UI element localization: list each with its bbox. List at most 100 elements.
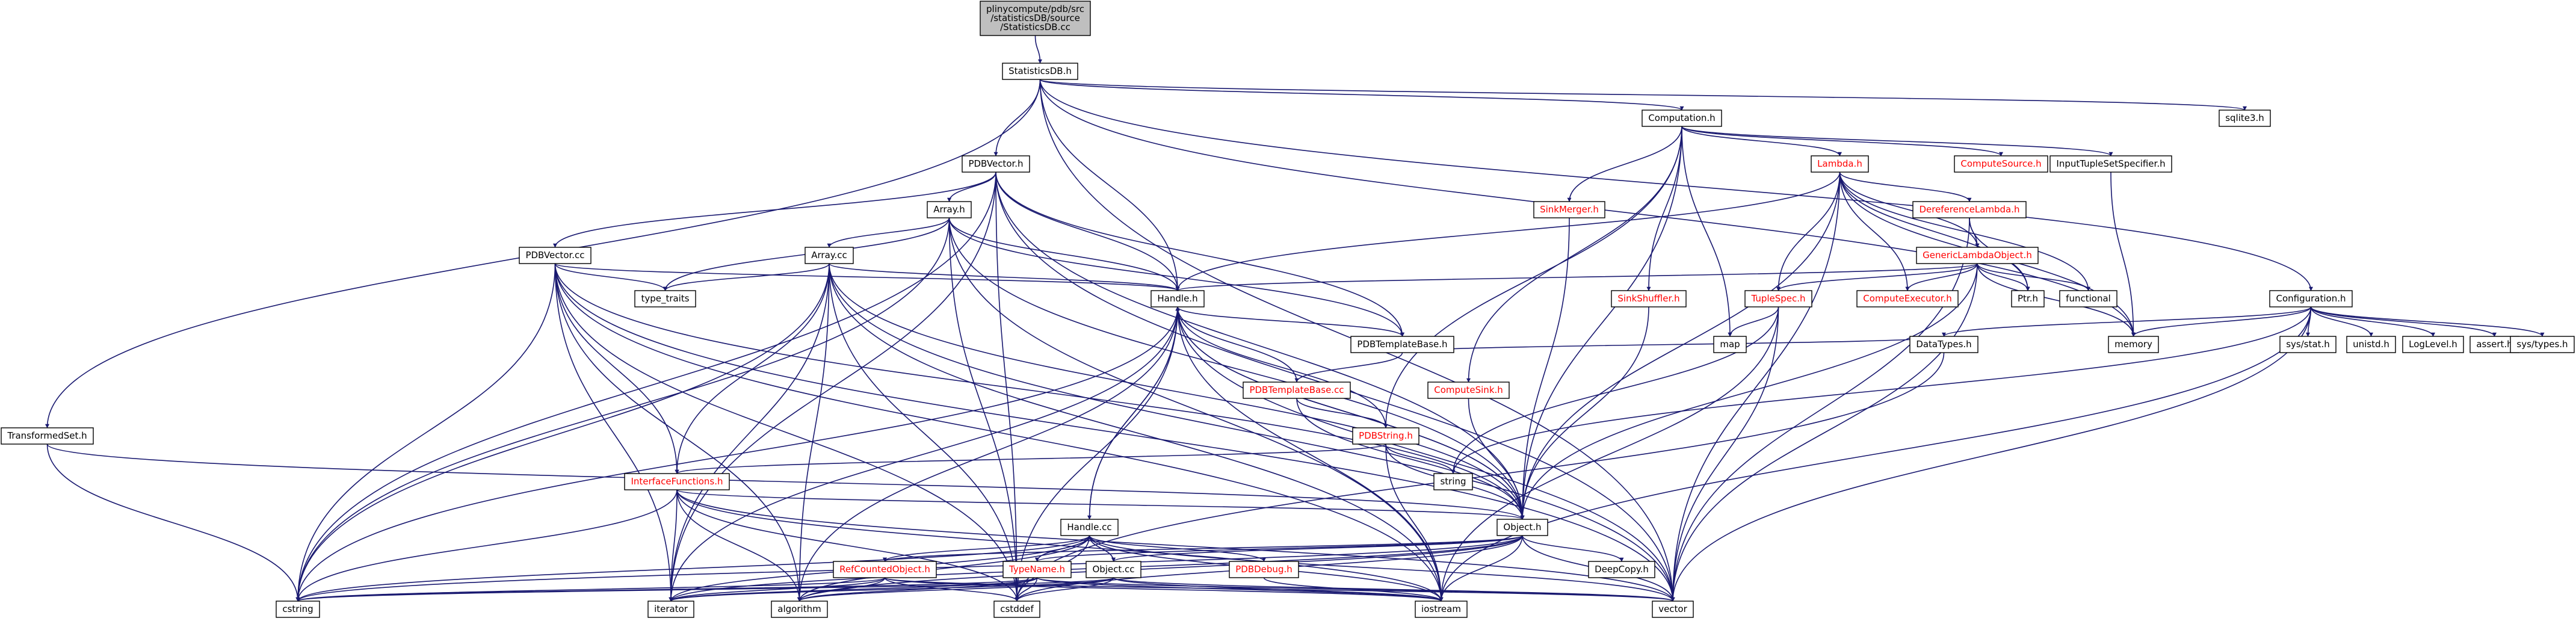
edge-handle-h-to-cstring <box>295 306 1178 602</box>
node-computeexecutor-h[interactable]: ComputeExecutor.h <box>1856 290 1959 307</box>
node-cstring[interactable]: cstring <box>276 601 320 618</box>
node-statisticsdb-h[interactable]: StatisticsDB.h <box>1002 63 1078 80</box>
node-tuplespec-h[interactable]: TupleSpec.h <box>1744 290 1812 307</box>
edge-handle-h-to-vector <box>1177 306 1675 602</box>
edge-refcountedobject-h-to-cstring <box>295 577 886 602</box>
edge-genericlambdaobject-h-to-object-h <box>1520 263 1978 520</box>
node-memory[interactable]: memory <box>2108 336 2159 353</box>
node-box <box>1427 382 1510 399</box>
node-label: SinkMerger.h <box>1540 204 1599 215</box>
node-sqlite3-h[interactable]: sqlite3.h <box>2219 110 2271 127</box>
edge-genericlambdaobject-h-to-handle-h <box>1175 263 1978 291</box>
node-box <box>1496 519 1548 536</box>
node-label: Configuration.h <box>2276 293 2346 304</box>
edge-array-h-to-cstring <box>295 217 950 602</box>
edge-pdbstring-h-to-iostream <box>1385 443 1444 602</box>
node-object-cc[interactable]: Object.cc <box>1086 561 1141 578</box>
node-computesource-h[interactable]: ComputeSource.h <box>1954 155 2048 173</box>
node-array-cc[interactable]: Array.cc <box>805 247 854 264</box>
node-label: TransformedSet.h <box>7 430 87 441</box>
node-genericlambdaobject-h[interactable]: GenericLambdaObject.h <box>1916 247 2039 264</box>
node-interfacefunctions-h[interactable]: InterfaceFunctions.h <box>624 473 730 490</box>
node-iterator[interactable]: iterator <box>647 601 694 618</box>
node-sinkmerger-h[interactable]: SinkMerger.h <box>1533 201 1605 218</box>
node-ptr-h[interactable]: Ptr.h <box>2011 290 2045 307</box>
node-vector[interactable]: vector <box>1652 601 1694 618</box>
node-datatypes-h[interactable]: DataTypes.h <box>1909 336 1978 353</box>
edge-pdbvector-h-to-pdbvector-cc <box>553 171 996 248</box>
node-label: Array.cc <box>811 250 847 261</box>
node-label: Computation.h <box>1648 113 1715 123</box>
node-box <box>993 601 1040 618</box>
node-iostream[interactable]: iostream <box>1415 601 1468 618</box>
edge-statisticsdb-h-to-sqlite3-h <box>1039 79 2247 111</box>
node-typename-h[interactable]: TypeName.h <box>1002 561 1072 578</box>
edge-interfacefunctions-h-to-vector <box>676 489 1675 602</box>
node-label: ComputeExecutor.h <box>1863 293 1951 304</box>
node-refcountedobject-h[interactable]: RefCountedObject.h <box>833 561 937 578</box>
node-handle-h[interactable]: Handle.h <box>1151 290 1205 307</box>
node-sys-stat-h[interactable]: sys/stat.h <box>2279 336 2337 353</box>
node-dereferencelambda-h[interactable]: DereferenceLambda.h <box>1912 201 2027 218</box>
edge-array-cc-to-cstring <box>295 263 830 602</box>
node-sys-types-h[interactable]: sys/types.h <box>2510 336 2575 353</box>
edge-inputtuplesetspecifier-h-to-memory <box>2110 171 2136 337</box>
edge-array-h-to-iostream <box>948 217 1444 602</box>
node-sinkshuffler-h[interactable]: SinkShuffler.h <box>1611 290 1687 307</box>
edge-configuration-h-to-string <box>1451 306 2312 474</box>
edge-configuration-h-to-iostream <box>1439 306 2312 602</box>
node-unistd-h[interactable]: unistd.h <box>2346 336 2396 353</box>
edge-array-cc-to-vector <box>829 263 1675 602</box>
edge-refcountedobject-h-to-iostream <box>884 577 1444 602</box>
edge-computesink-h-to-object-h <box>1468 398 1525 520</box>
edge-pdbvector-h-to-object-h <box>995 171 1525 520</box>
node-box <box>1243 382 1351 399</box>
node-pdbstring-h[interactable]: PDBString.h <box>1352 427 1419 445</box>
edge-tuplespec-h-to-string <box>1451 306 1779 474</box>
node-algorithm[interactable]: algorithm <box>771 601 828 618</box>
node-box <box>1002 561 1072 578</box>
node-label: DeepCopy.h <box>1595 564 1649 575</box>
node-transformedset-h[interactable]: TransformedSet.h <box>1 427 94 445</box>
node-box <box>2108 336 2159 353</box>
node-inputtuplesetspecifier-h[interactable]: InputTupleSetSpecifier.h <box>2049 155 2172 173</box>
edge-configuration-h-to-datatypes-h <box>1942 306 2312 337</box>
node-handle-cc[interactable]: Handle.cc <box>1060 519 1119 536</box>
node-computesink-h[interactable]: ComputeSink.h <box>1427 382 1510 399</box>
node-box <box>1086 561 1141 578</box>
edge-datatypes-h-to-cstddef <box>1015 352 1945 602</box>
node-label: PDBVector.h <box>968 158 1023 169</box>
node-pdbvector-cc[interactable]: PDBVector.cc <box>519 247 591 264</box>
node-map[interactable]: map <box>1713 336 1747 353</box>
node-type-traits[interactable]: type_traits <box>634 290 696 307</box>
node-lambda-h[interactable]: Lambda.h <box>1811 155 1869 173</box>
node-pdbdebug-h[interactable]: PDBDebug.h <box>1229 561 1299 578</box>
node-pdbtemplatebase-cc[interactable]: PDBTemplateBase.cc <box>1243 382 1351 399</box>
edge-dereferencelambda-h-to-vector <box>1670 217 1970 602</box>
node-label: map <box>1720 339 1740 350</box>
node-computation-h[interactable]: Computation.h <box>1642 110 1722 127</box>
node-box <box>1909 336 1978 353</box>
node-label: GenericLambdaObject.h <box>1923 250 2032 261</box>
node-pdbvector-h[interactable]: PDBVector.h <box>962 155 1030 173</box>
node-string[interactable]: string <box>1433 473 1473 490</box>
edge-interfacefunctions-h-to-iterator <box>669 489 678 602</box>
node-box <box>1352 427 1419 445</box>
node-array-h[interactable]: Array.h <box>927 201 972 218</box>
node-configuration-h[interactable]: Configuration.h <box>2269 290 2353 307</box>
node-box <box>1916 247 2039 264</box>
node-functional[interactable]: functional <box>2059 290 2117 307</box>
node-deepcopy-h[interactable]: DeepCopy.h <box>1588 561 1655 578</box>
node-box <box>624 473 730 490</box>
node-label: cstring <box>282 604 313 614</box>
edge-array-cc-to-type-traits <box>663 263 830 291</box>
node-loglevel-h[interactable]: LogLevel.h <box>2402 336 2464 353</box>
node-cstddef[interactable]: cstddef <box>993 601 1040 618</box>
node-object-h[interactable]: Object.h <box>1496 519 1548 536</box>
edge-pdbtemplatebase-cc-to-object-h <box>1296 398 1525 520</box>
node-box <box>1652 601 1694 618</box>
node-label: /statisticsDB/source <box>990 13 1080 23</box>
edge-computation-h-to-inputtuplesetspecifier-h <box>1681 126 2113 156</box>
node-pdbtemplatebase-h[interactable]: PDBTemplateBase.h <box>1350 336 1454 353</box>
node-label: Array.h <box>933 204 965 215</box>
